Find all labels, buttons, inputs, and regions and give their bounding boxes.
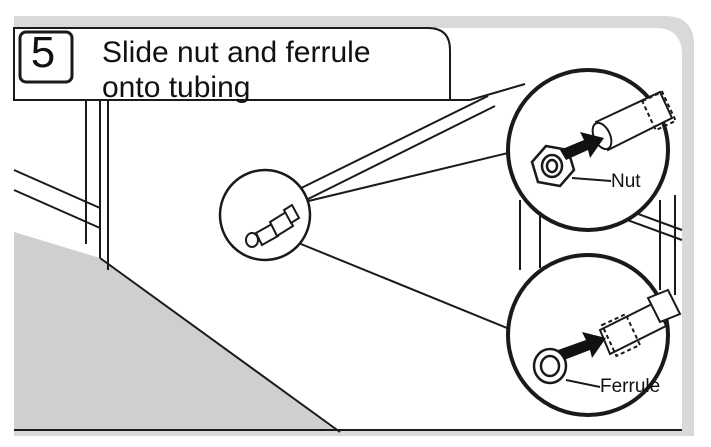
nut-zoom-circle [506,68,678,232]
step-number-box [18,30,74,84]
nut-label: Nut [611,171,641,192]
ferrule-label: Ferrule [600,376,661,397]
push-arrow-icon [560,132,604,160]
floor-shade [14,232,336,430]
title-line-2: onto tubing [102,71,251,104]
title-text: Slide nut and ferrule onto tubing [14,26,450,104]
ferrule-zoom-circle [506,253,682,417]
title-box [13,27,451,101]
ferrule-icon [532,347,568,385]
title-line-1: Slide nut and ferrule [102,36,371,69]
step-number: 5 [30,28,56,77]
small-fitting-icon [245,203,301,248]
fitting-detail-circle [218,168,312,262]
tubing-icon [591,90,678,152]
fitting-body-icon [598,288,682,358]
push-arrow-icon [558,332,606,360]
nut-icon [530,144,576,188]
